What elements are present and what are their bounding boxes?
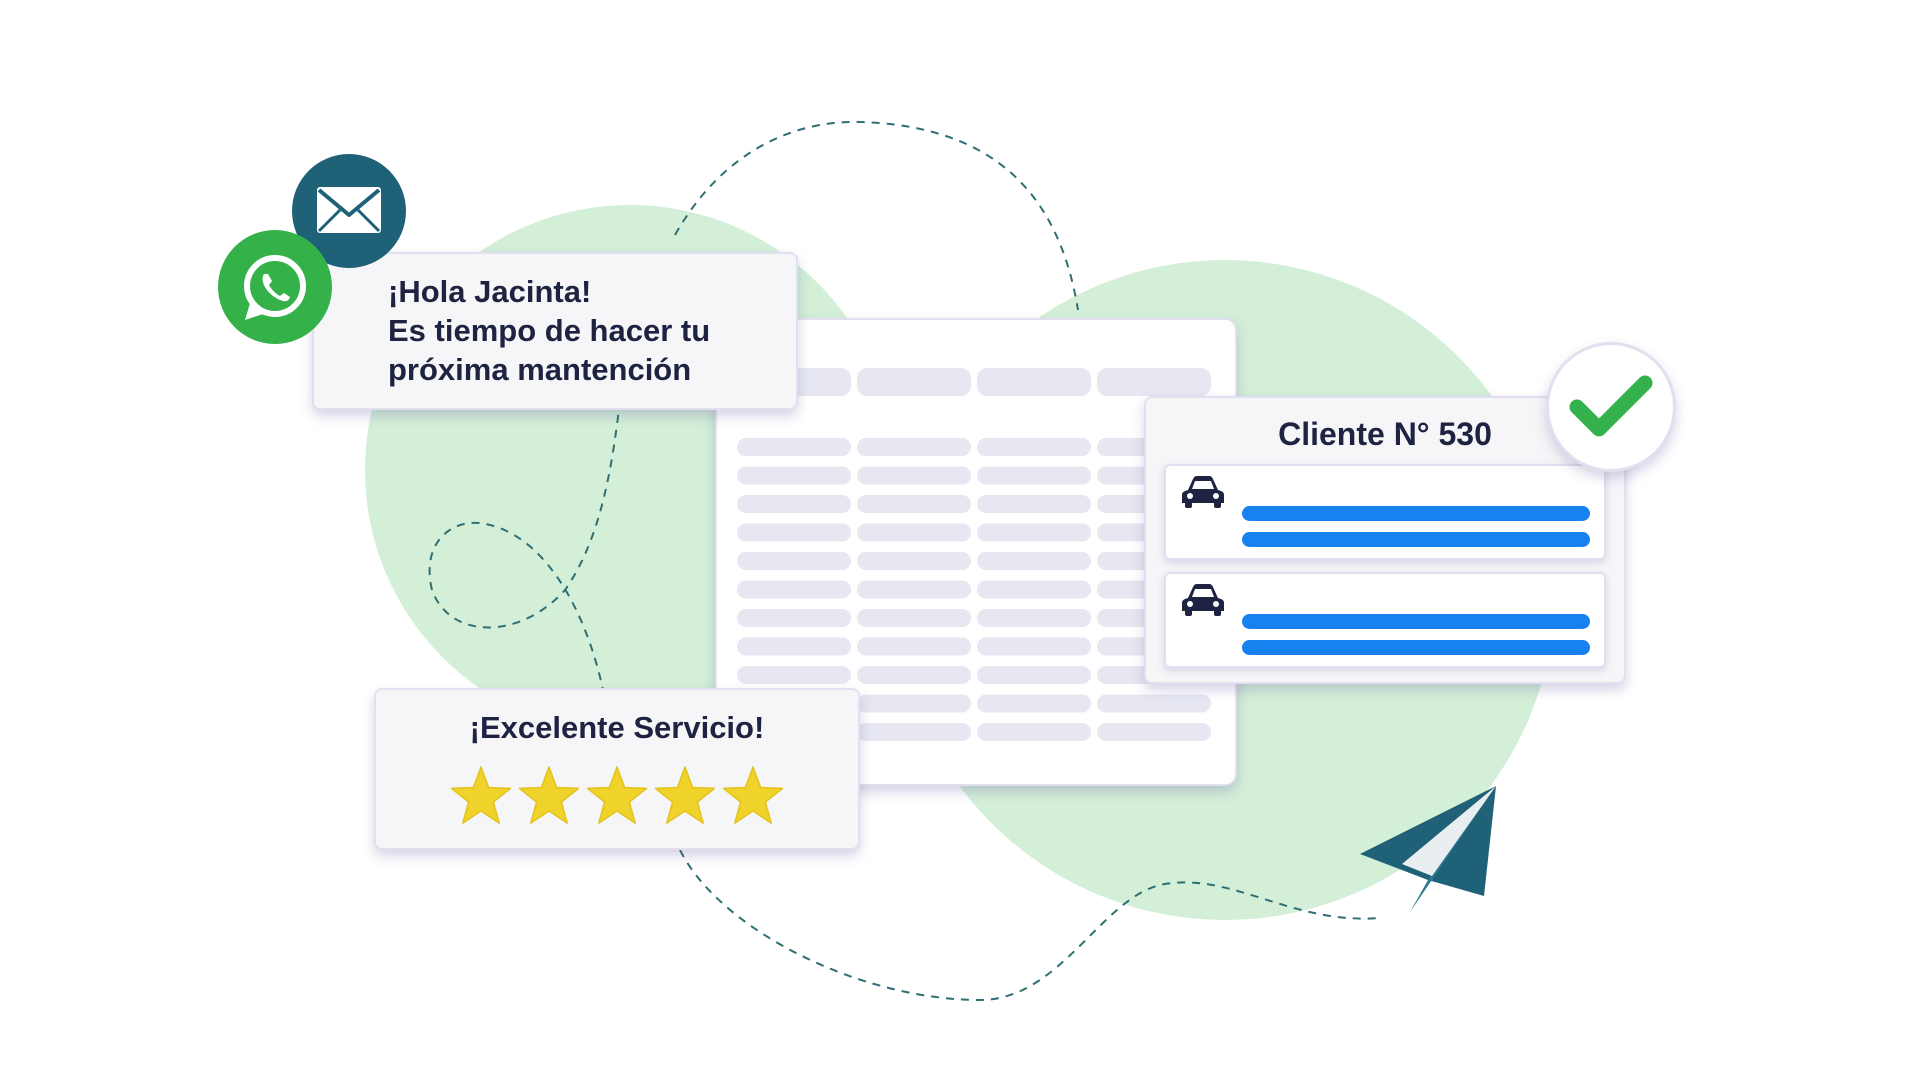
sheet-cell xyxy=(857,580,971,599)
sheet-cell xyxy=(857,523,971,542)
info-bar xyxy=(1242,506,1590,521)
info-bar xyxy=(1242,614,1590,629)
sheet-cell xyxy=(857,495,971,513)
sheet-cell xyxy=(737,523,851,542)
client-title: Cliente N° 530 xyxy=(1278,416,1492,452)
star-icon xyxy=(586,766,648,824)
car-icon xyxy=(1182,584,1224,616)
star-icon xyxy=(518,766,580,824)
sheet-cell xyxy=(977,609,1091,627)
star-icon xyxy=(722,766,784,824)
sheet-cell xyxy=(737,609,851,627)
sheet-cell xyxy=(977,694,1091,713)
rating-stars xyxy=(450,766,784,824)
sheet-cell xyxy=(857,694,971,713)
dashed-path-bottom xyxy=(679,849,1381,1002)
paper-plane-icon xyxy=(1360,786,1496,912)
sheet-cell xyxy=(857,637,971,656)
sheet-cell xyxy=(857,666,971,684)
sheet-header-cell xyxy=(857,368,971,396)
sheet-cell xyxy=(737,438,851,456)
checkmark-icon xyxy=(1546,342,1676,472)
sheet-cell xyxy=(857,466,971,485)
greeting-line: Es tiempo de hacer tu xyxy=(388,313,711,348)
sheet-cell xyxy=(977,438,1091,456)
sheet-cell xyxy=(737,666,851,684)
sheet-cell xyxy=(857,438,971,456)
whatsapp-icon xyxy=(218,230,332,344)
sheet-cell xyxy=(737,552,851,570)
sheet-cell xyxy=(977,723,1091,741)
star-icon xyxy=(450,766,512,824)
greeting-message-card: ¡Hola Jacinta! Es tiempo de hacer tu pró… xyxy=(312,252,798,410)
review-card: ¡Excelente Servicio! xyxy=(374,688,860,850)
review-title: ¡Excelente Servicio! xyxy=(469,710,765,745)
dashed-path-left-loop xyxy=(428,399,621,741)
vehicle-row xyxy=(1164,572,1606,668)
sheet-cell xyxy=(977,523,1091,542)
vehicle-row xyxy=(1164,464,1606,560)
sheet-cell xyxy=(977,495,1091,513)
greeting-line: ¡Hola Jacinta! xyxy=(388,274,592,309)
info-bar xyxy=(1242,640,1590,655)
sheet-header-cell xyxy=(1097,368,1211,396)
star-icon xyxy=(654,766,716,824)
sheet-cell xyxy=(1097,723,1211,741)
sheet-header-cell xyxy=(977,368,1091,396)
sheet-cell xyxy=(977,666,1091,684)
client-card: Cliente N° 530 xyxy=(1144,396,1626,684)
sheet-cell xyxy=(977,637,1091,656)
dashed-path-top xyxy=(674,120,1079,311)
sheet-cell xyxy=(857,723,971,741)
greeting-line: próxima mantención xyxy=(388,352,692,387)
sheet-cell xyxy=(977,466,1091,485)
sheet-cell xyxy=(977,580,1091,599)
sheet-cell xyxy=(737,580,851,599)
sheet-cell xyxy=(737,466,851,485)
sheet-cell xyxy=(977,552,1091,570)
sheet-cell xyxy=(857,609,971,627)
sheet-cell xyxy=(737,495,851,513)
car-icon xyxy=(1182,476,1224,508)
sheet-cell xyxy=(1097,694,1211,713)
info-bar xyxy=(1242,532,1590,547)
sheet-cell xyxy=(737,637,851,656)
sheet-cell xyxy=(857,552,971,570)
